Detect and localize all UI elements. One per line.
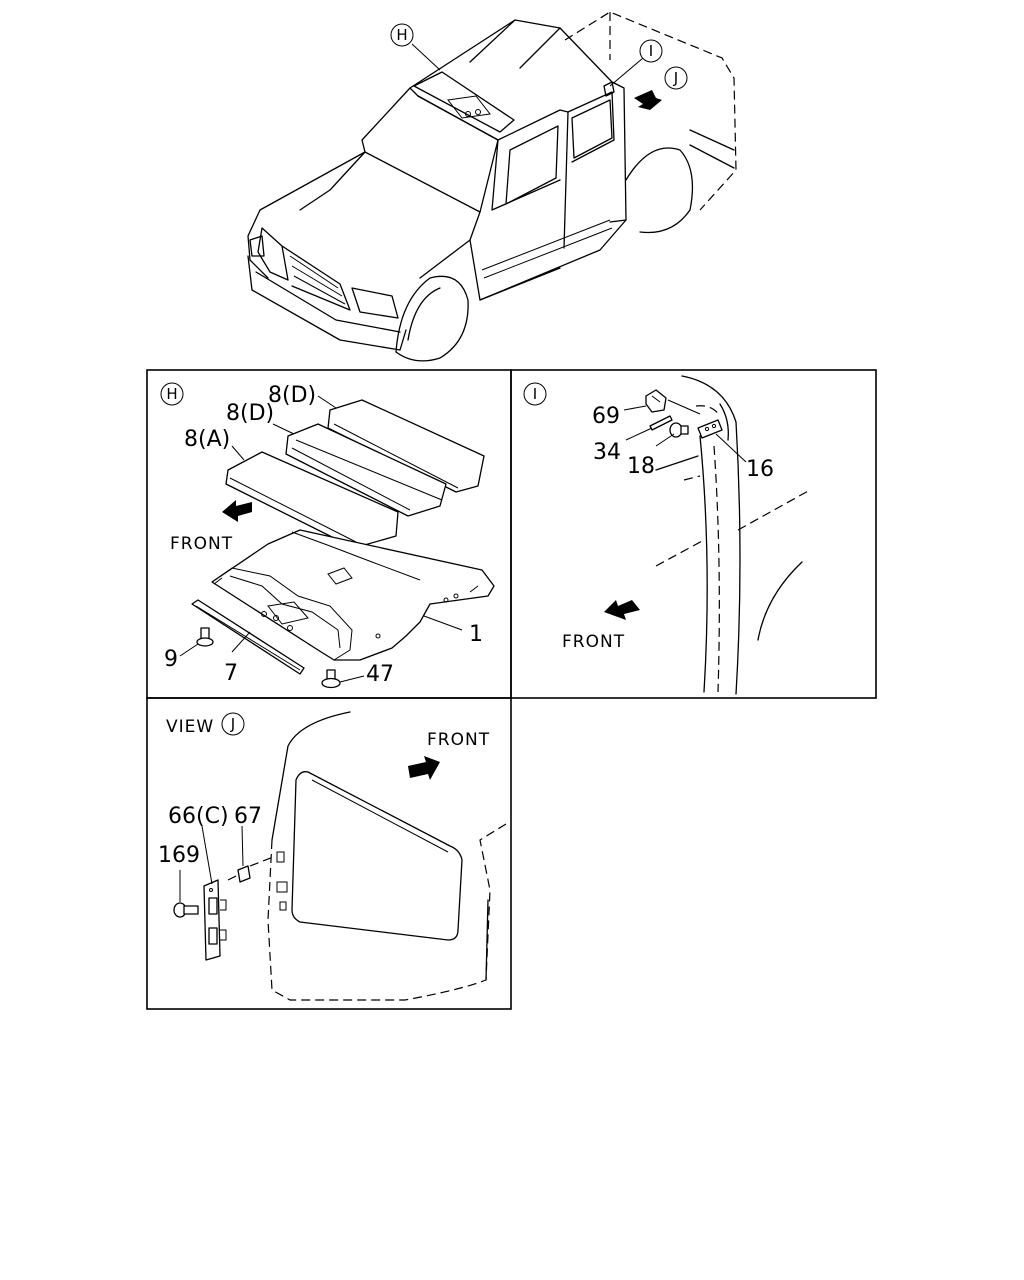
callout-j-label: J bbox=[673, 69, 678, 87]
label-screw-9: 9 bbox=[164, 647, 178, 672]
bolt-169-part bbox=[173, 902, 199, 918]
callout-h: H bbox=[390, 23, 414, 47]
label-rail-7: 7 bbox=[224, 661, 238, 686]
fastener-18-part bbox=[669, 422, 689, 438]
truck-overview bbox=[247, 11, 737, 362]
front-arrow-i bbox=[604, 600, 640, 620]
label-nut-67: 67 bbox=[234, 804, 262, 829]
callout-i-label: I bbox=[649, 42, 653, 60]
panel-i: I bbox=[523, 375, 811, 695]
panel-j: VIEW J bbox=[158, 711, 507, 1001]
panel-h: H bbox=[160, 382, 495, 689]
label-plate-66c: 66(C) bbox=[168, 804, 229, 829]
label-cap-69: 69 bbox=[592, 404, 620, 429]
clip-47-part bbox=[321, 669, 341, 689]
callout-j: J bbox=[664, 66, 688, 90]
label-fastener-18: 18 bbox=[627, 454, 655, 479]
label-8d-mid: 8(D) bbox=[226, 401, 274, 426]
panel-i-circle: I bbox=[533, 385, 537, 403]
front-arrow-h bbox=[222, 500, 252, 522]
plate-66c-part bbox=[203, 879, 227, 961]
label-front-j: FRONT bbox=[427, 730, 490, 750]
panel-j-frame bbox=[146, 697, 512, 1010]
label-headliner-1: 1 bbox=[469, 622, 483, 647]
label-bolt-169: 169 bbox=[158, 843, 200, 868]
panel-j-circle: J bbox=[230, 715, 235, 733]
bracket-16-part bbox=[697, 419, 723, 439]
callout-h-label: H bbox=[396, 26, 407, 44]
label-front-h: FRONT bbox=[170, 534, 233, 554]
callout-i: I bbox=[639, 39, 663, 63]
label-clip-47: 47 bbox=[366, 662, 394, 687]
screw-9-part bbox=[196, 627, 214, 647]
label-bracket-16: 16 bbox=[746, 457, 774, 482]
panel-j-view: VIEW bbox=[166, 717, 214, 737]
cap-69-part bbox=[645, 389, 667, 413]
nut-67-part bbox=[237, 865, 251, 883]
label-8a: 8(A) bbox=[184, 427, 230, 452]
pin-34-part bbox=[649, 415, 673, 431]
label-8d-rear: 8(D) bbox=[268, 383, 316, 408]
front-arrow-j bbox=[408, 756, 440, 780]
panel-i-frame bbox=[510, 369, 877, 699]
label-pin-34: 34 bbox=[593, 440, 621, 465]
panel-h-circle: H bbox=[166, 385, 177, 403]
label-front-i: FRONT bbox=[562, 632, 625, 652]
